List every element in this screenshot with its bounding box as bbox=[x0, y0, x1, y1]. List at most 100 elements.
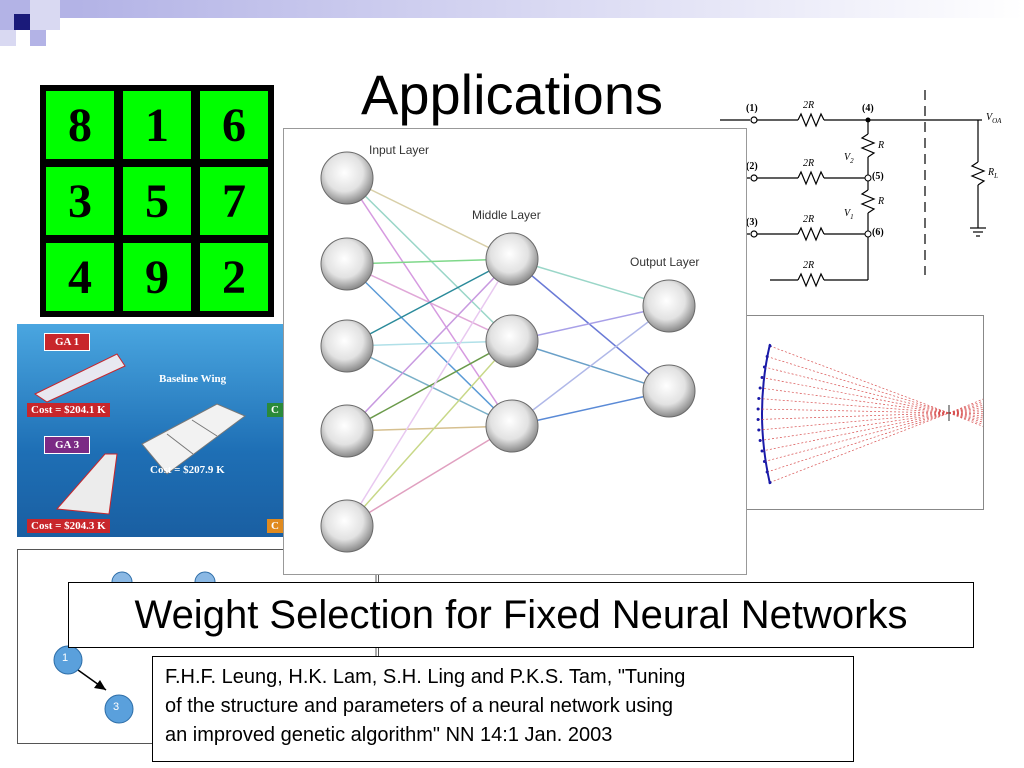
nn-connection bbox=[346, 258, 513, 527]
output-layer-label: Output Layer bbox=[630, 255, 699, 269]
magic-cell: 1 bbox=[123, 91, 191, 159]
resistor-label: 2R bbox=[803, 214, 815, 225]
light-ray bbox=[769, 412, 950, 483]
magic-cell: 5 bbox=[123, 167, 191, 235]
light-ray bbox=[758, 408, 950, 414]
input-layer-label: Input Layer bbox=[369, 143, 429, 157]
light-ray bbox=[767, 356, 950, 414]
citation-box: F.H.F. Leung, H.K. Lam, S.H. Ling and P.… bbox=[152, 656, 854, 762]
circuit-node-label: (3) bbox=[746, 217, 758, 228]
neural-network-diagram: Input Layer Middle Layer Output Layer bbox=[320, 143, 699, 553]
voltage-label: V2 bbox=[844, 152, 854, 165]
wing-shapes bbox=[33, 353, 246, 515]
nn-connection bbox=[346, 177, 513, 342]
light-ray bbox=[767, 412, 950, 473]
nn-connection bbox=[511, 258, 670, 307]
resistor-label: 2R bbox=[803, 158, 815, 169]
nn-neuron bbox=[642, 364, 696, 418]
nn-connection bbox=[346, 425, 513, 527]
circuit-node-label: (5) bbox=[872, 171, 884, 182]
circuit-node-label: (1) bbox=[746, 103, 758, 114]
middle-layer-label: Middle Layer bbox=[472, 208, 541, 222]
resistor-label: R bbox=[878, 196, 885, 207]
nn-neuron bbox=[320, 499, 374, 553]
nn-connection bbox=[511, 305, 670, 342]
baseline-wing-label: Baseline Wing bbox=[159, 373, 227, 385]
graph-node-label: 1 bbox=[62, 652, 69, 664]
slide-title: Applications bbox=[361, 63, 663, 126]
light-ray bbox=[948, 398, 983, 414]
nn-connection bbox=[346, 340, 513, 347]
resistor-label: R bbox=[878, 140, 885, 151]
nn-connection bbox=[346, 425, 513, 432]
citation-line: of the structure and parameters of a neu… bbox=[165, 695, 674, 717]
light-ray bbox=[764, 412, 950, 462]
nn-connection bbox=[346, 258, 513, 347]
cost-label: Cost = $204.3 K bbox=[27, 519, 110, 533]
magic-cell: 2 bbox=[200, 243, 268, 311]
nn-connection bbox=[346, 258, 513, 432]
lens-rays bbox=[756, 343, 983, 485]
lens-point bbox=[768, 481, 772, 484]
lens-point bbox=[768, 344, 772, 348]
circuit-node-label: (2) bbox=[746, 161, 758, 172]
nn-neuron bbox=[485, 399, 539, 453]
nn-connection bbox=[346, 258, 513, 265]
wing-design-image: GA 1 Cost = $204.1 K Baseline Wing Cost … bbox=[17, 324, 283, 537]
nn-neuron bbox=[320, 237, 374, 291]
ga3-label: GA 3 bbox=[44, 436, 91, 454]
lens-point bbox=[756, 418, 760, 421]
circuit-node-label: (4) bbox=[862, 103, 874, 114]
cost-label-cut: C bbox=[267, 403, 283, 417]
lens-point bbox=[765, 355, 769, 358]
resistor-label: RL bbox=[988, 167, 999, 180]
lens-point bbox=[762, 365, 766, 369]
light-ray bbox=[769, 345, 950, 414]
lens-point bbox=[756, 407, 760, 411]
cost-label: Cost = $207.9 K bbox=[150, 464, 225, 476]
nn-neuron bbox=[642, 279, 696, 333]
ga1-label: GA 1 bbox=[44, 333, 91, 351]
light-ray bbox=[764, 366, 950, 414]
circuit-wires bbox=[720, 90, 986, 288]
nn-neuron bbox=[320, 151, 374, 205]
citation-line: an improved genetic algorithm" NN 14:1 J… bbox=[165, 724, 613, 746]
magic-cell: 3 bbox=[46, 167, 114, 235]
nn-connection bbox=[346, 340, 513, 527]
lens-point bbox=[758, 439, 762, 442]
lens-point bbox=[757, 397, 761, 400]
lens-point bbox=[765, 470, 769, 474]
voltage-label: V1 bbox=[844, 208, 854, 221]
magic-cell: 4 bbox=[46, 243, 114, 311]
lens-point bbox=[760, 449, 764, 453]
nn-neuron bbox=[320, 319, 374, 373]
lens-point bbox=[762, 460, 766, 463]
nn-connection bbox=[346, 340, 513, 432]
light-ray bbox=[760, 412, 950, 441]
nn-connection bbox=[511, 305, 670, 427]
light-ray bbox=[758, 412, 950, 431]
graph-node-label: 3 bbox=[113, 701, 120, 713]
subtitle-box: Weight Selection for Fixed Neural Networ… bbox=[68, 582, 974, 648]
nn-connection bbox=[511, 390, 670, 427]
nn-neuron bbox=[320, 404, 374, 458]
resistor-label: 2R bbox=[803, 100, 815, 111]
magic-cell: 8 bbox=[46, 91, 114, 159]
cost-label: Cost = $204.1 K bbox=[27, 403, 110, 417]
nn-connection bbox=[511, 258, 670, 392]
circuit-node-label: (6) bbox=[872, 227, 884, 238]
magic-square: 8 1 6 3 5 7 4 9 2 bbox=[40, 85, 274, 317]
nn-neuron bbox=[485, 232, 539, 286]
citation-line: F.H.F. Leung, H.K. Lam, S.H. Ling and P.… bbox=[165, 666, 686, 688]
resistor-label: 2R bbox=[803, 260, 815, 271]
nn-neuron bbox=[485, 314, 539, 368]
circuit-diagram: (1) (2) (3) (4) (5) (6) 2R 2R 2R 2R R R … bbox=[720, 90, 1024, 290]
magic-cell: 7 bbox=[200, 167, 268, 235]
magic-cell: 9 bbox=[123, 243, 191, 311]
lens-ray-diagram bbox=[745, 315, 984, 510]
magic-cell: 6 bbox=[200, 91, 268, 159]
neural-network-figure: Input Layer Middle Layer Output Layer bbox=[283, 128, 747, 575]
lens-point bbox=[758, 386, 762, 390]
voltage-label: VOA bbox=[986, 112, 1002, 125]
cost-label-cut: C bbox=[267, 519, 283, 533]
